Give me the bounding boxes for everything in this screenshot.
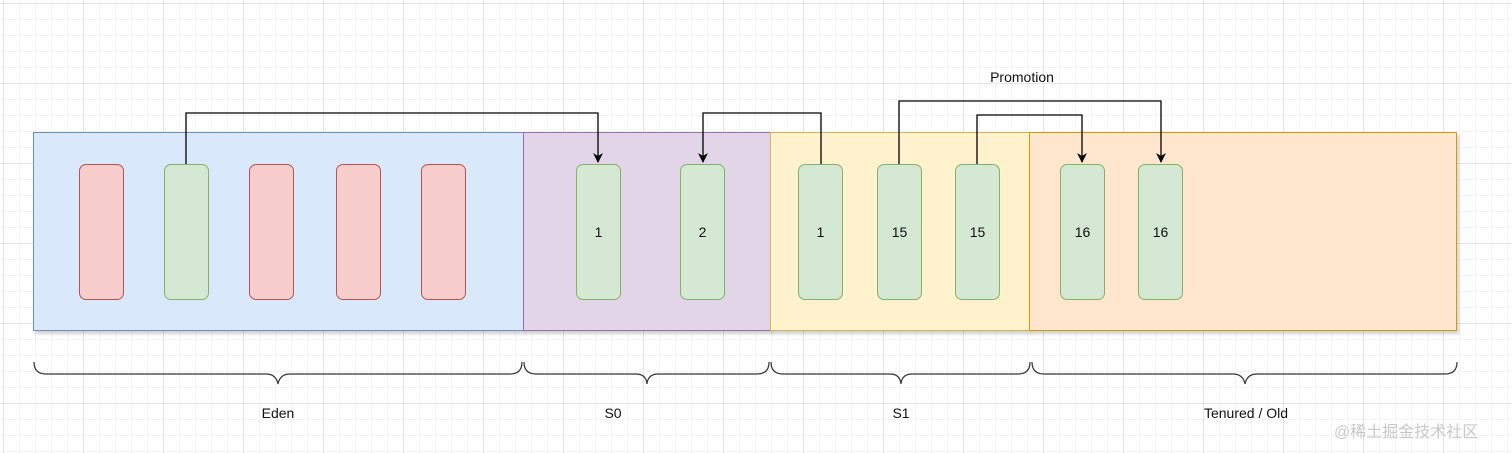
tenured-brace <box>1031 361 1458 385</box>
promotion-label: Promotion <box>990 69 1054 85</box>
tenured-label: Tenured / Old <box>1203 405 1289 421</box>
s1-brace <box>770 361 1031 385</box>
promotion-arrow-a <box>898 100 1166 164</box>
eden-live-object <box>164 164 209 300</box>
s1-object-age: 15 <box>955 164 1000 300</box>
s1-label: S1 <box>892 405 910 421</box>
s1-to-s0-arrow <box>698 112 822 164</box>
tenured-object-age: 16 <box>1138 164 1183 300</box>
eden-dead-object <box>79 164 124 300</box>
s0-object-age: 1 <box>576 164 621 300</box>
eden-dead-object <box>249 164 294 300</box>
s0-brace <box>523 361 770 385</box>
eden-brace <box>33 361 523 385</box>
eden-to-s0-arrow <box>185 112 603 164</box>
s1-object-age: 1 <box>798 164 843 300</box>
s0-region <box>523 132 771 331</box>
s0-label: S0 <box>604 405 622 421</box>
tenured-object-age: 16 <box>1060 164 1105 300</box>
watermark: @稀土掘金技术社区 <box>1334 424 1479 441</box>
eden-dead-object <box>336 164 381 300</box>
eden-dead-object <box>421 164 466 300</box>
eden-label: Eden <box>261 405 295 421</box>
s0-object-age: 2 <box>680 164 725 300</box>
s1-object-age: 15 <box>877 164 922 300</box>
promotion-arrow-b <box>976 114 1087 164</box>
